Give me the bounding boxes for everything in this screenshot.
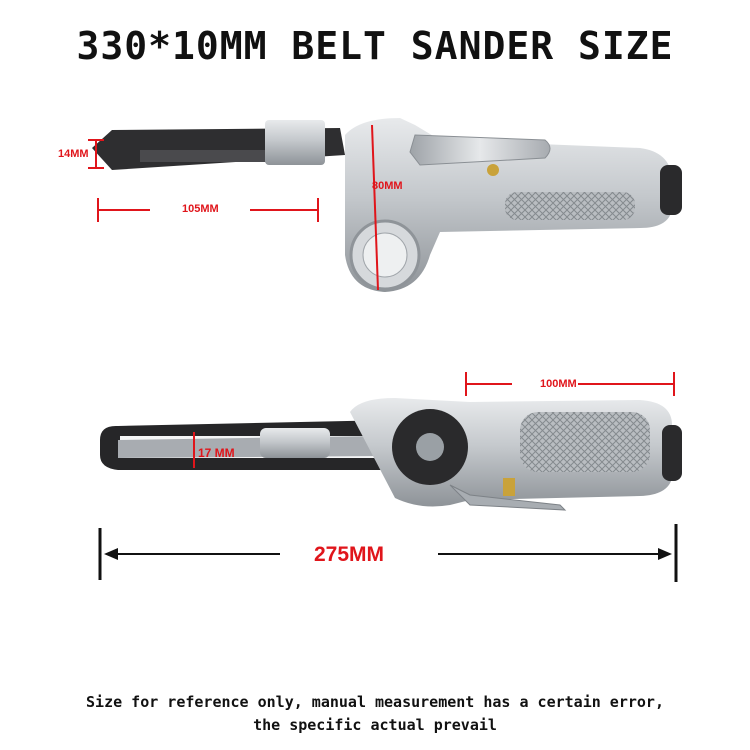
top-brass-valve — [487, 164, 499, 176]
total-length-dimension — [98, 524, 678, 582]
page-title: 330*10MM BELT SANDER SIZE — [76, 24, 674, 68]
top-arm-clamp — [265, 120, 325, 165]
arrow-left-icon — [104, 548, 118, 560]
dim-handle-length-label: 100MM — [540, 378, 577, 390]
side-view-sander — [100, 398, 682, 511]
top-lever — [409, 134, 551, 166]
side-knurl-grip — [520, 412, 650, 472]
dim-80-line — [371, 124, 379, 291]
top-knob-center — [362, 232, 408, 278]
dim-total-length-label: 275MM — [314, 543, 385, 566]
side-wheel-hub — [416, 433, 444, 461]
dim-belt-width-label: 14MM — [58, 148, 89, 160]
top-knurl-grip — [505, 192, 635, 220]
dim-arm-length-label: 105MM — [182, 203, 219, 215]
side-lever — [449, 484, 567, 511]
side-dimension-lines — [193, 372, 675, 468]
top-end-cap — [660, 165, 682, 215]
disclaimer-line-2: the specific actual prevail — [253, 716, 497, 734]
top-dimension-lines — [88, 124, 379, 291]
dim-height-label: 80MM — [372, 180, 403, 192]
dim-belt-thickness-label: 17 MM — [198, 446, 235, 460]
arrow-right-icon — [658, 548, 672, 560]
disclaimer-line-1: Size for reference only, manual measurem… — [86, 693, 664, 711]
side-end-cap — [662, 425, 682, 481]
side-arm-clamp — [260, 428, 330, 458]
side-brass-valve — [503, 478, 515, 496]
top-view-sander — [92, 118, 682, 292]
